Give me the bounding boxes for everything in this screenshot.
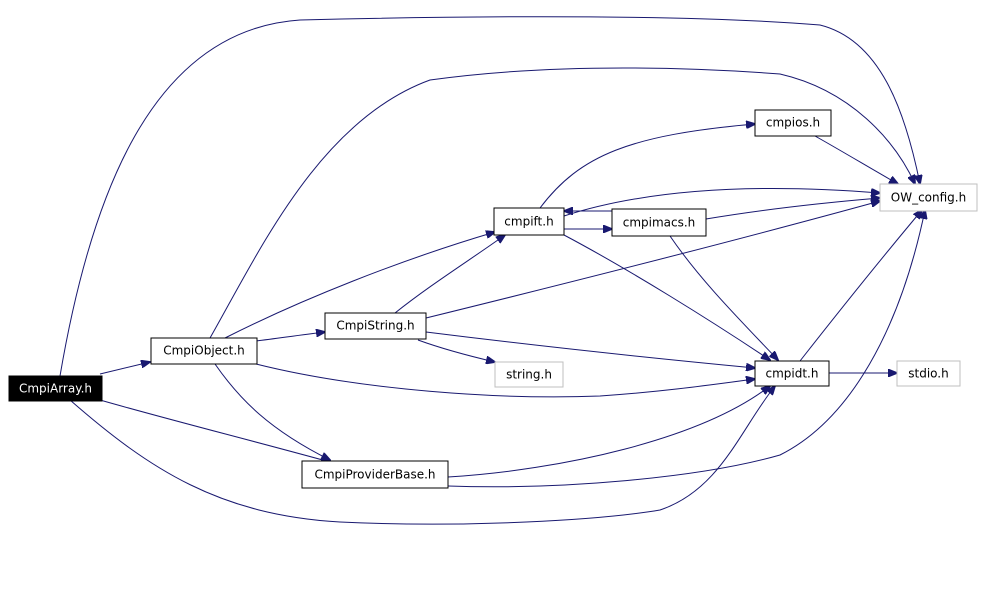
edge-cmpistring-cmpift — [394, 235, 505, 314]
edge-cmpiobject-cmpidt — [255, 363, 755, 398]
node-cmpiarray[interactable]: CmpiArray.h — [8, 375, 103, 402]
edge-cmpiarray-cmpiobject — [99, 362, 150, 375]
node-cmpistring[interactable]: CmpiString.h — [324, 312, 427, 340]
node-label: cmpimacs.h — [623, 216, 696, 230]
edge-cmpios-ow-config — [814, 135, 898, 184]
node-label: cmpidt.h — [766, 367, 819, 381]
edge-cmpift-cmpios — [539, 124, 755, 209]
edge-cmpiproviderbase-cmpidt — [447, 386, 770, 478]
edge-cmpiobject-cmpiproviderbase — [214, 363, 330, 460]
edges-layer — [59, 16, 925, 525]
edge-cmpiproviderbase-ow-config — [447, 210, 925, 488]
edge-cmpidt-ow-config — [799, 210, 922, 362]
edge-cmpistring-ow-config — [425, 201, 880, 319]
nodes-layer: CmpiArray.h CmpiObject.h CmpiString.h cm… — [8, 109, 978, 489]
node-label: cmpios.h — [766, 116, 820, 130]
node-ow-config[interactable]: OW_config.h — [879, 183, 978, 212]
node-label: string.h — [506, 368, 552, 382]
edge-cmpistring-cmpidt — [425, 331, 755, 368]
node-label: CmpiArray.h — [19, 382, 92, 396]
node-cmpiobject[interactable]: CmpiObject.h — [150, 337, 258, 365]
edge-cmpimacs-cmpidt — [669, 235, 778, 360]
edge-cmpiobject-ow-config — [209, 67, 915, 339]
edge-cmpiarray-cmpiproviderbase — [99, 399, 330, 462]
edge-cmpiobject-cmpift — [224, 232, 495, 339]
node-cmpift[interactable]: cmpift.h — [493, 207, 565, 236]
node-label: OW_config.h — [891, 191, 966, 205]
edge-cmpiarray-cmpidt — [69, 386, 775, 525]
edge-cmpiarray-ow-config — [59, 16, 920, 377]
edge-cmpiobject-cmpistring — [255, 332, 325, 342]
node-string-h[interactable]: string.h — [494, 361, 564, 388]
node-cmpimacs[interactable]: cmpimacs.h — [611, 208, 707, 237]
node-cmpiproviderbase[interactable]: CmpiProviderBase.h — [301, 460, 449, 489]
edge-cmpistring-string-h — [417, 339, 495, 362]
node-cmpios[interactable]: cmpios.h — [754, 109, 832, 137]
edge-cmpimacs-ow-config — [705, 198, 880, 220]
node-stdio-h[interactable]: stdio.h — [896, 360, 961, 387]
node-label: cmpift.h — [504, 215, 553, 229]
node-cmpidt[interactable]: cmpidt.h — [754, 360, 830, 387]
edge-cmpift-cmpidt — [563, 234, 770, 360]
node-label: CmpiObject.h — [163, 344, 245, 358]
node-label: stdio.h — [908, 367, 948, 381]
node-label: CmpiString.h — [336, 319, 414, 333]
node-label: CmpiProviderBase.h — [314, 468, 435, 482]
edge-cmpift-ow-config — [563, 188, 880, 217]
